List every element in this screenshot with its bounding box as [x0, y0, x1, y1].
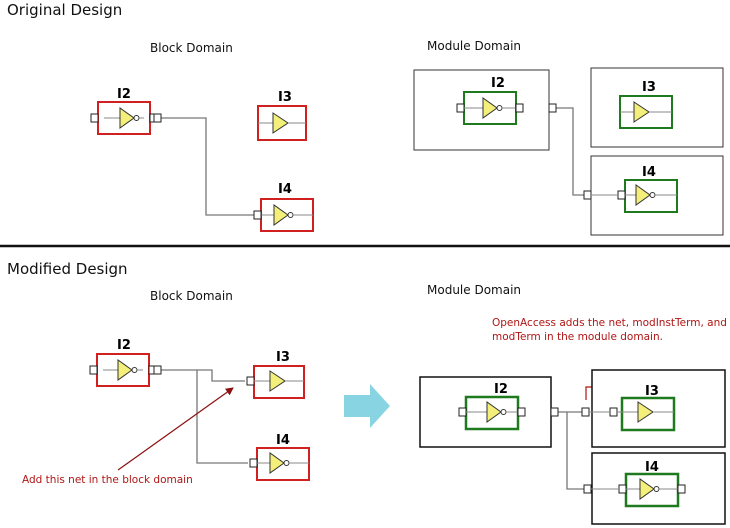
- transition-arrow-icon: [344, 384, 390, 428]
- original-block-domain-label: Block Domain: [150, 41, 233, 55]
- instance-label: I2: [117, 338, 131, 353]
- inverter-gate-icon: [117, 359, 133, 381]
- inverter-gate-icon: [635, 184, 651, 206]
- original-block-instance-i4: I4: [253, 182, 314, 232]
- instance-label: I4: [278, 182, 292, 197]
- inverter-gate-icon: [639, 478, 655, 500]
- original-block-instance-i2: I2: [90, 87, 162, 135]
- original-module-domain: I2 I3 I4: [413, 67, 724, 236]
- instance-label: I4: [276, 433, 290, 448]
- modified-block-instance-i4: I4: [249, 433, 310, 481]
- modified-block-net: [161, 369, 248, 464]
- buffer-gate-icon: [272, 112, 289, 134]
- modified-block-instance-i3: I3: [246, 350, 305, 399]
- block-annotation: Add this net in the block domain: [22, 474, 193, 486]
- inverter-gate-icon: [482, 97, 498, 119]
- module-annotation-line-2: modTerm in the module domain.: [492, 331, 663, 343]
- instance-label: I4: [645, 460, 659, 475]
- annotation-arrow: [117, 387, 234, 471]
- modified-block-instance-i2: I2: [89, 338, 162, 387]
- instance-label: I2: [494, 382, 508, 397]
- instance-label: I3: [276, 350, 290, 365]
- original-design-heading: Original Design: [7, 1, 122, 19]
- modified-module-domain-label: Module Domain: [427, 283, 521, 297]
- instance-label: I4: [642, 165, 656, 180]
- inverter-gate-icon: [119, 107, 135, 129]
- buffer-gate-icon: [637, 401, 654, 423]
- instance-label: I3: [645, 384, 659, 399]
- original-block-instance-i3: I3: [257, 90, 307, 141]
- module-annotation-line-1: OpenAccess adds the net, modInstTerm, an…: [492, 317, 727, 329]
- original-block-net: [161, 117, 254, 216]
- inverter-gate-icon: [273, 204, 289, 226]
- modified-module-domain: I2 I3 I4: [419, 369, 726, 525]
- inverter-gate-icon: [486, 401, 502, 423]
- original-module-domain-label: Module Domain: [427, 39, 521, 53]
- instance-label: I3: [278, 90, 292, 105]
- instance-label: I2: [491, 76, 505, 91]
- modified-design-heading: Modified Design: [7, 260, 128, 278]
- instance-label: I2: [117, 87, 131, 102]
- inverter-gate-icon: [269, 452, 285, 474]
- instance-label: I3: [642, 80, 656, 95]
- buffer-gate-icon: [633, 101, 650, 123]
- buffer-gate-icon: [269, 370, 286, 392]
- modified-block-domain-label: Block Domain: [150, 289, 233, 303]
